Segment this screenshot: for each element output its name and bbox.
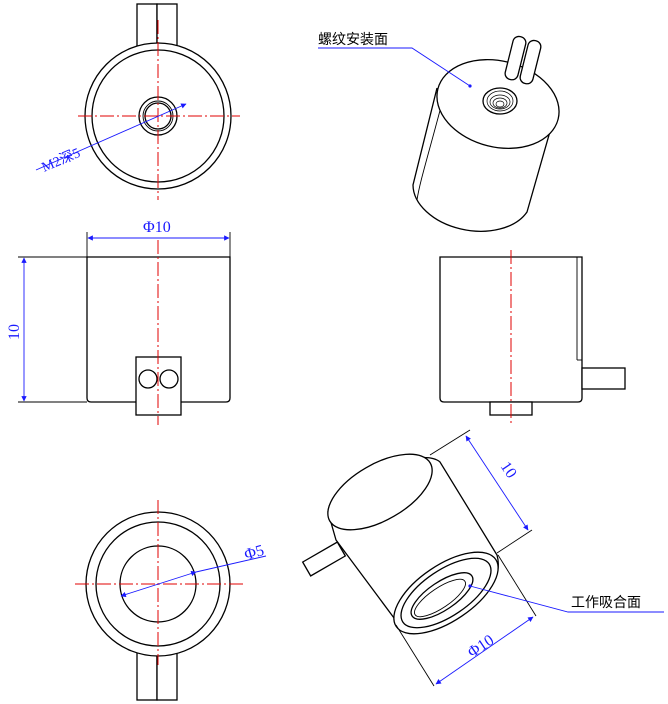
front-view-lead-right <box>159 369 179 389</box>
iso-bottom-top-ellipse <box>327 453 433 531</box>
iso-bottom-view: 10 Φ10 工作吸合面 <box>301 429 664 687</box>
thread-spec-label: M2深5 <box>39 145 82 176</box>
bottom-diameter-dim-line <box>120 570 197 598</box>
iso-top-wire-b <box>519 39 542 85</box>
iso-diameter-dim-line <box>435 616 534 685</box>
iso-top-wire-a <box>504 35 527 81</box>
working-surface-leader <box>469 585 664 613</box>
top-view: M2深5 <box>35 3 240 200</box>
working-surface-label: 工作吸合面 <box>571 595 641 611</box>
iso-working-face-mid <box>400 557 492 629</box>
thread-surface-label: 螺纹安装面 <box>318 32 388 48</box>
bottom-view: Φ5 <box>75 500 267 701</box>
front-height-label: 10 <box>6 324 23 340</box>
iso-bottom-lead-wire <box>301 541 347 577</box>
side-view <box>439 250 626 425</box>
front-view: Φ10 10 <box>6 219 231 425</box>
iso-working-face-inner <box>410 572 474 620</box>
thread-surface-leader <box>318 47 471 87</box>
bottom-diameter-label: Φ5 <box>242 542 266 564</box>
side-view-lead-wire <box>581 367 626 390</box>
iso-height-dim-line <box>465 435 529 531</box>
front-view-lead-left <box>138 369 158 389</box>
iso-top-view: 螺纹安装面 <box>318 32 560 232</box>
thread-spec-leader <box>35 103 187 171</box>
iso-height-label: 10 <box>497 459 520 482</box>
iso-working-face-outer <box>393 551 499 635</box>
front-diameter-label: Φ10 <box>143 219 171 236</box>
iso-diameter-label: Φ10 <box>465 632 497 662</box>
